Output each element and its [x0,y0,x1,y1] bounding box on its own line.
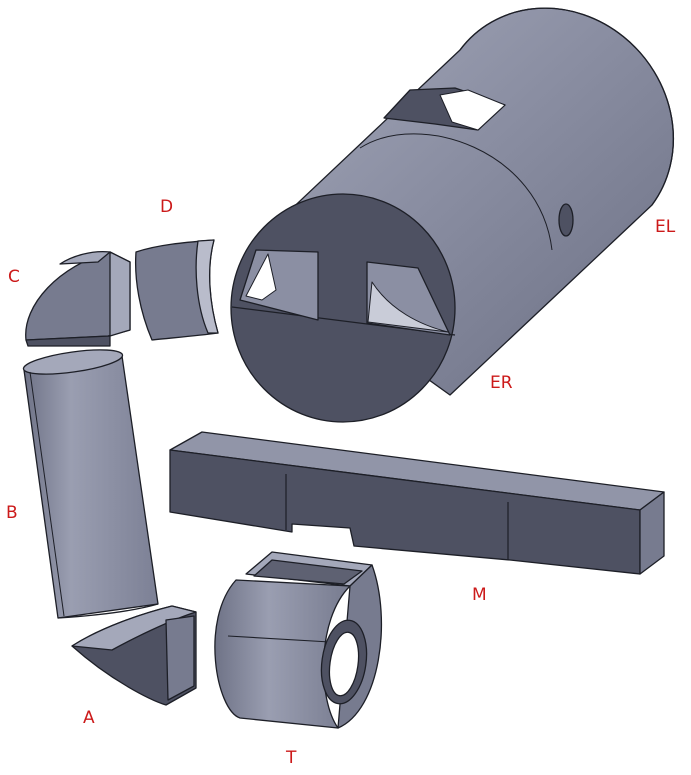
part-c [25,250,131,347]
part-el-er-cylinder [230,7,675,423]
part-b-rod [22,349,159,619]
cylinder-seam [359,133,553,251]
label-a: A [83,708,95,728]
label-d: D [160,197,173,217]
cylinder-top-slot-light [439,89,506,131]
part-a [71,605,197,706]
label-t: T [285,748,297,768]
cylinder-left-window [239,249,319,321]
label-b: B [6,503,18,523]
part-d [134,239,219,341]
label-er: ER [490,373,513,393]
label-m: M [472,585,487,605]
cylinder-side-hole [558,203,574,237]
label-c: C [8,267,20,287]
part-m-beam [169,431,665,575]
cylinder-far-end [459,7,675,206]
part-t [214,551,383,729]
label-el: EL [655,217,676,237]
